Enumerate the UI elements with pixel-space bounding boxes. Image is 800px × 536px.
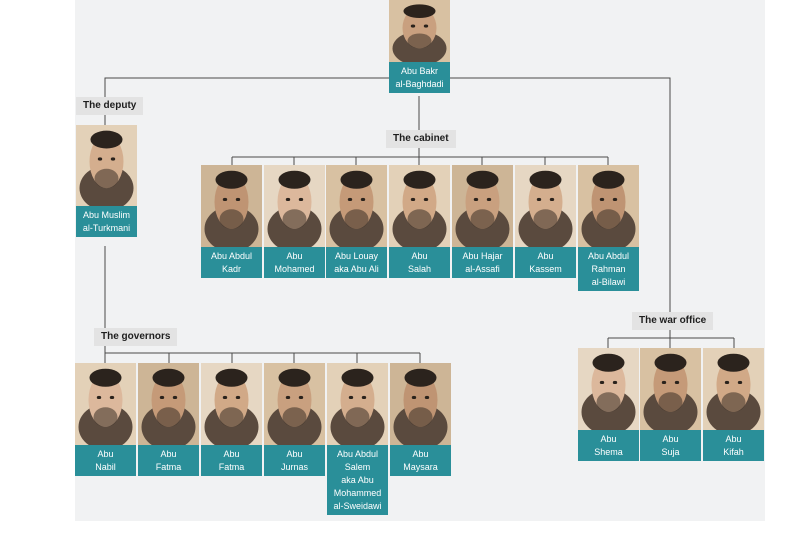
portrait-photo-icon	[452, 165, 513, 247]
member-name: Abu Abdul Rahman al-Bilawi	[578, 247, 639, 291]
member-name: Abu Louay aka Abu Ali	[326, 247, 387, 278]
member-name: Abu Abdul Kadr	[201, 247, 262, 278]
portrait-photo-icon	[515, 165, 576, 247]
group-label-cabinet: The cabinet	[386, 130, 456, 148]
portrait-photo-icon	[327, 363, 388, 445]
group-label-war-office: The war office	[632, 312, 714, 330]
connector-leader-waroffice	[449, 77, 671, 338]
member-name: Abu Fatma	[138, 445, 199, 476]
portrait-photo-icon	[578, 348, 639, 430]
member-name: Abu Maysara	[390, 445, 451, 476]
member-name: Abu Jurnas	[264, 445, 325, 476]
portrait-photo-icon	[640, 348, 701, 430]
member-name: Abu Kifah	[703, 430, 764, 461]
member-name: Abu Hajar al-Assafi	[452, 247, 513, 278]
member-name: Abu Bakr al-Baghdadi	[389, 62, 450, 93]
portrait-photo-icon	[76, 125, 137, 206]
member-name: Abu Fatma	[201, 445, 262, 476]
portrait-photo-icon	[75, 363, 136, 445]
portrait-photo-icon	[326, 165, 387, 247]
member-name: Abu Mohamed	[264, 247, 325, 278]
member-name: Abu Kassem	[515, 247, 576, 278]
member-name: Abu Salah	[389, 247, 450, 278]
group-label-governors: The governors	[94, 328, 178, 346]
portrait-photo-icon	[138, 363, 199, 445]
portrait-photo-icon	[703, 348, 764, 430]
portrait-photo-icon	[264, 165, 325, 247]
portrait-photo-icon	[578, 165, 639, 247]
portrait-photo-icon	[389, 0, 450, 62]
group-label-deputy: The deputy	[76, 97, 144, 115]
portrait-photo-icon	[201, 363, 262, 445]
portrait-photo-icon	[389, 165, 450, 247]
member-name: Abu Suja	[640, 430, 701, 461]
portrait-photo-icon	[264, 363, 325, 445]
member-name: Abu Muslim al-Turkmani	[76, 206, 137, 237]
member-name: Abu Shema	[578, 430, 639, 461]
member-name: Abu Nabil	[75, 445, 136, 476]
portrait-photo-icon	[390, 363, 451, 445]
member-name: Abu Abdul Salem aka Abu Mohammed al-Swei…	[327, 445, 388, 515]
portrait-photo-icon	[201, 165, 262, 247]
connector-leader-deputy	[104, 77, 389, 125]
